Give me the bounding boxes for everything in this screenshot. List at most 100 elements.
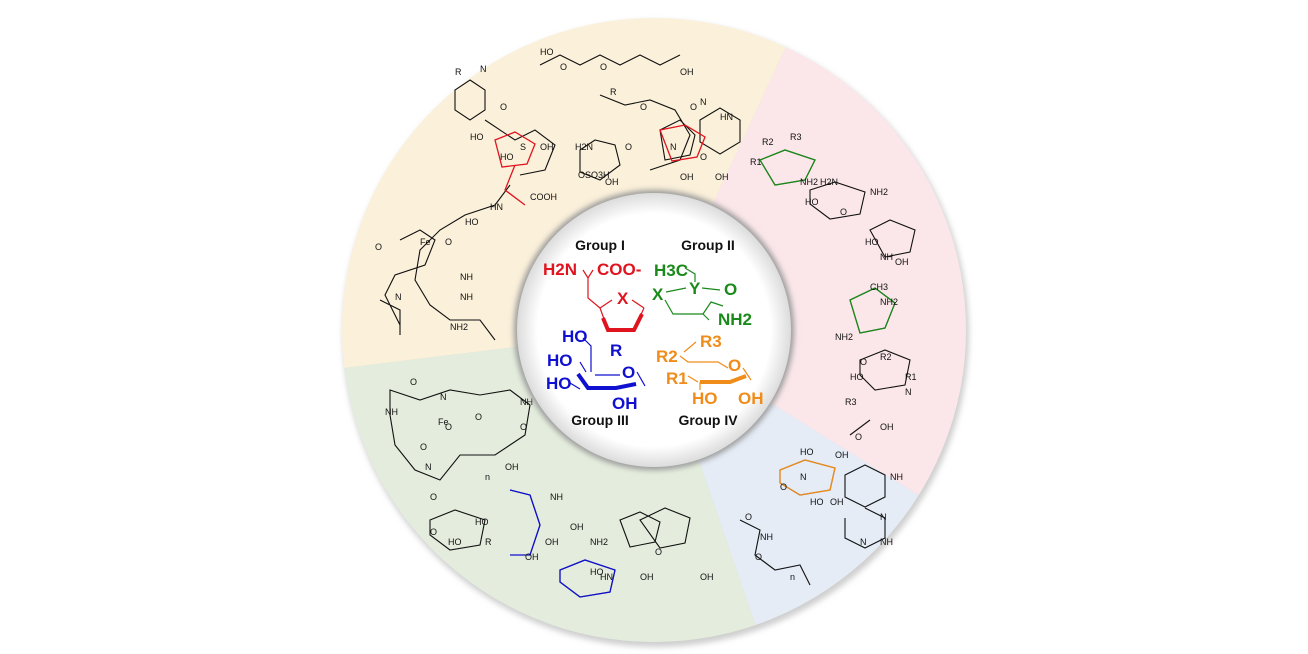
ring-atom-label-top: O: [700, 152, 707, 162]
ring-atom-label-blue: HO: [800, 447, 814, 457]
ring-atom-label-green: R: [485, 537, 492, 547]
ring-atom-label-pink: NH2: [835, 332, 853, 342]
group-i-x: X: [617, 289, 629, 308]
ring-atom-label-tan: HN: [490, 202, 503, 212]
ring-atom-label-green: O: [445, 422, 452, 432]
ring-atom-label-blue: N: [800, 472, 807, 482]
group-iv-r2: R2: [656, 347, 678, 366]
ring-atom-label-top: OSO3H: [578, 170, 610, 180]
ring-atom-label-green: NH: [550, 492, 563, 502]
group-ii-y: Y: [689, 279, 701, 298]
group-iii-hydroxyl-1: HO: [562, 327, 588, 346]
ring-atom-label-green: O: [410, 377, 417, 387]
group-ii-x: X: [652, 285, 664, 304]
ring-atom-label-pink: O: [840, 207, 847, 217]
ring-atom-label-tan: HO: [465, 217, 479, 227]
group-i-ring-bold: [601, 313, 644, 332]
ring-atom-label-blue: NH: [760, 532, 773, 542]
ring-atom-label-blue: O: [780, 482, 787, 492]
ring-atom-label-top: N: [670, 142, 677, 152]
group-iii-ring-o: O: [622, 363, 635, 382]
ring-atom-label-blue: HO: [810, 497, 824, 507]
ring-atom-label-pink: O: [855, 432, 862, 442]
ring-atom-label-top: HN: [720, 112, 733, 122]
structure-green-accent: [759, 149, 896, 334]
ring-atom-label-green: O: [475, 412, 482, 422]
group-ii-bonds: [664, 267, 724, 321]
structure-top-sketch: [539, 54, 741, 181]
ring-atom-label-green: HO: [448, 537, 462, 547]
sector-group-ii: [654, 46, 966, 496]
group-iii-bonds: [569, 337, 646, 390]
ring-atom-label-pink: R2: [880, 352, 892, 362]
ring-atom-label-green: OH: [700, 572, 714, 582]
ring-structures-colored: [494, 124, 896, 598]
ring-atom-label-pink: HO: [865, 237, 879, 247]
group-iv: Group IV R3 R2 R1 O HO OH: [656, 332, 764, 428]
group-i-label: Group I: [575, 237, 625, 253]
group-iii-hydroxyl-3: HO: [546, 374, 572, 393]
group-iii-ring-bold: [576, 372, 637, 390]
ring-atom-label-green: n: [485, 472, 490, 482]
ring-atom-label-green: Fe: [438, 417, 449, 427]
ring-atom-label-pink: CH3: [870, 282, 888, 292]
ring-atom-label-top: OH: [605, 177, 619, 187]
ring-atom-label-pink: OH: [880, 422, 894, 432]
group-ii-methyl: H3C: [654, 261, 688, 280]
ring-atom-label-green: OH: [545, 537, 559, 547]
group-i-amine: H2N: [543, 260, 577, 279]
ring-atom-label-top: O: [600, 62, 607, 72]
group-i-bonds: [582, 269, 645, 331]
ring-atom-label-top: O: [625, 142, 632, 152]
ring-atom-label-pink: HO: [805, 197, 819, 207]
ring-atom-label-top: O: [560, 62, 567, 72]
ring-atom-label-tan: S: [520, 142, 526, 152]
ring-atom-label-pink: HO: [850, 372, 864, 382]
ring-atom-label-tan: COOH: [530, 192, 557, 202]
structure-orange-accent: [779, 459, 836, 496]
ring-atom-label-green: O: [655, 547, 662, 557]
structure-red-sketch: [494, 124, 706, 206]
group-iii-r: R: [610, 341, 622, 360]
ring-atom-label-green: HO: [590, 567, 604, 577]
ring-atom-label-pink: R1: [905, 372, 917, 382]
ring-atom-label-pink: N: [905, 387, 912, 397]
group-iii-label: Group III: [571, 412, 629, 428]
ring-atom-label-blue: OH: [830, 497, 844, 507]
group-iii-hydroxyl-2: HO: [547, 351, 573, 370]
ring-atom-label-top: N: [700, 97, 707, 107]
ring-atom-label-green: NH2: [590, 537, 608, 547]
ring-atom-label-pink: NH2: [880, 297, 898, 307]
ring-atom-label-tan: R: [455, 67, 462, 77]
group-iv-label: Group IV: [678, 412, 738, 428]
ring-atom-label-blue: NH: [890, 472, 903, 482]
group-iv-ring-o: O: [728, 356, 741, 375]
group-iii-hydroxyl-4: OH: [612, 394, 638, 413]
ring-atom-label-tan: O: [500, 102, 507, 112]
ring-atom-label-pink: NH: [880, 252, 893, 262]
ring-atom-label-blue: O: [745, 512, 752, 522]
ring-atom-label-tan: HO: [470, 132, 484, 142]
ring-atom-label-green: O: [520, 422, 527, 432]
group-ii-label: Group II: [681, 237, 735, 253]
ring-atom-label-pink: NH2: [800, 177, 818, 187]
ring-atom-label-green: N: [440, 392, 447, 402]
group-iv-r1: R1: [666, 369, 688, 388]
ring-atom-label-blue: NH: [880, 537, 893, 547]
ring-atom-label-top: H2N: [575, 142, 593, 152]
ring-atom-label-tan: N: [480, 64, 487, 74]
ring-atom-label-pink: H2N: [820, 177, 838, 187]
ring-atom-label-top: O: [640, 102, 647, 112]
ring-atom-label-pink: R1: [750, 157, 762, 167]
ring-atom-label-tan: NH2: [450, 322, 468, 332]
ring-atom-label-pink: O: [860, 357, 867, 367]
inner-disc: [517, 193, 791, 467]
ring-atom-label-tan: NH: [460, 272, 473, 282]
ring-atom-label-green: NH: [385, 407, 398, 417]
ring-atom-label-tan: Fe: [420, 237, 431, 247]
ring-atom-label-pink: OH: [895, 257, 909, 267]
ring-atom-label-tan: O: [445, 237, 452, 247]
group-iv-bonds: [679, 341, 752, 390]
group-ii: Group II H3C X Y O NH2: [652, 237, 752, 329]
ring-atom-label-green: OH: [505, 462, 519, 472]
